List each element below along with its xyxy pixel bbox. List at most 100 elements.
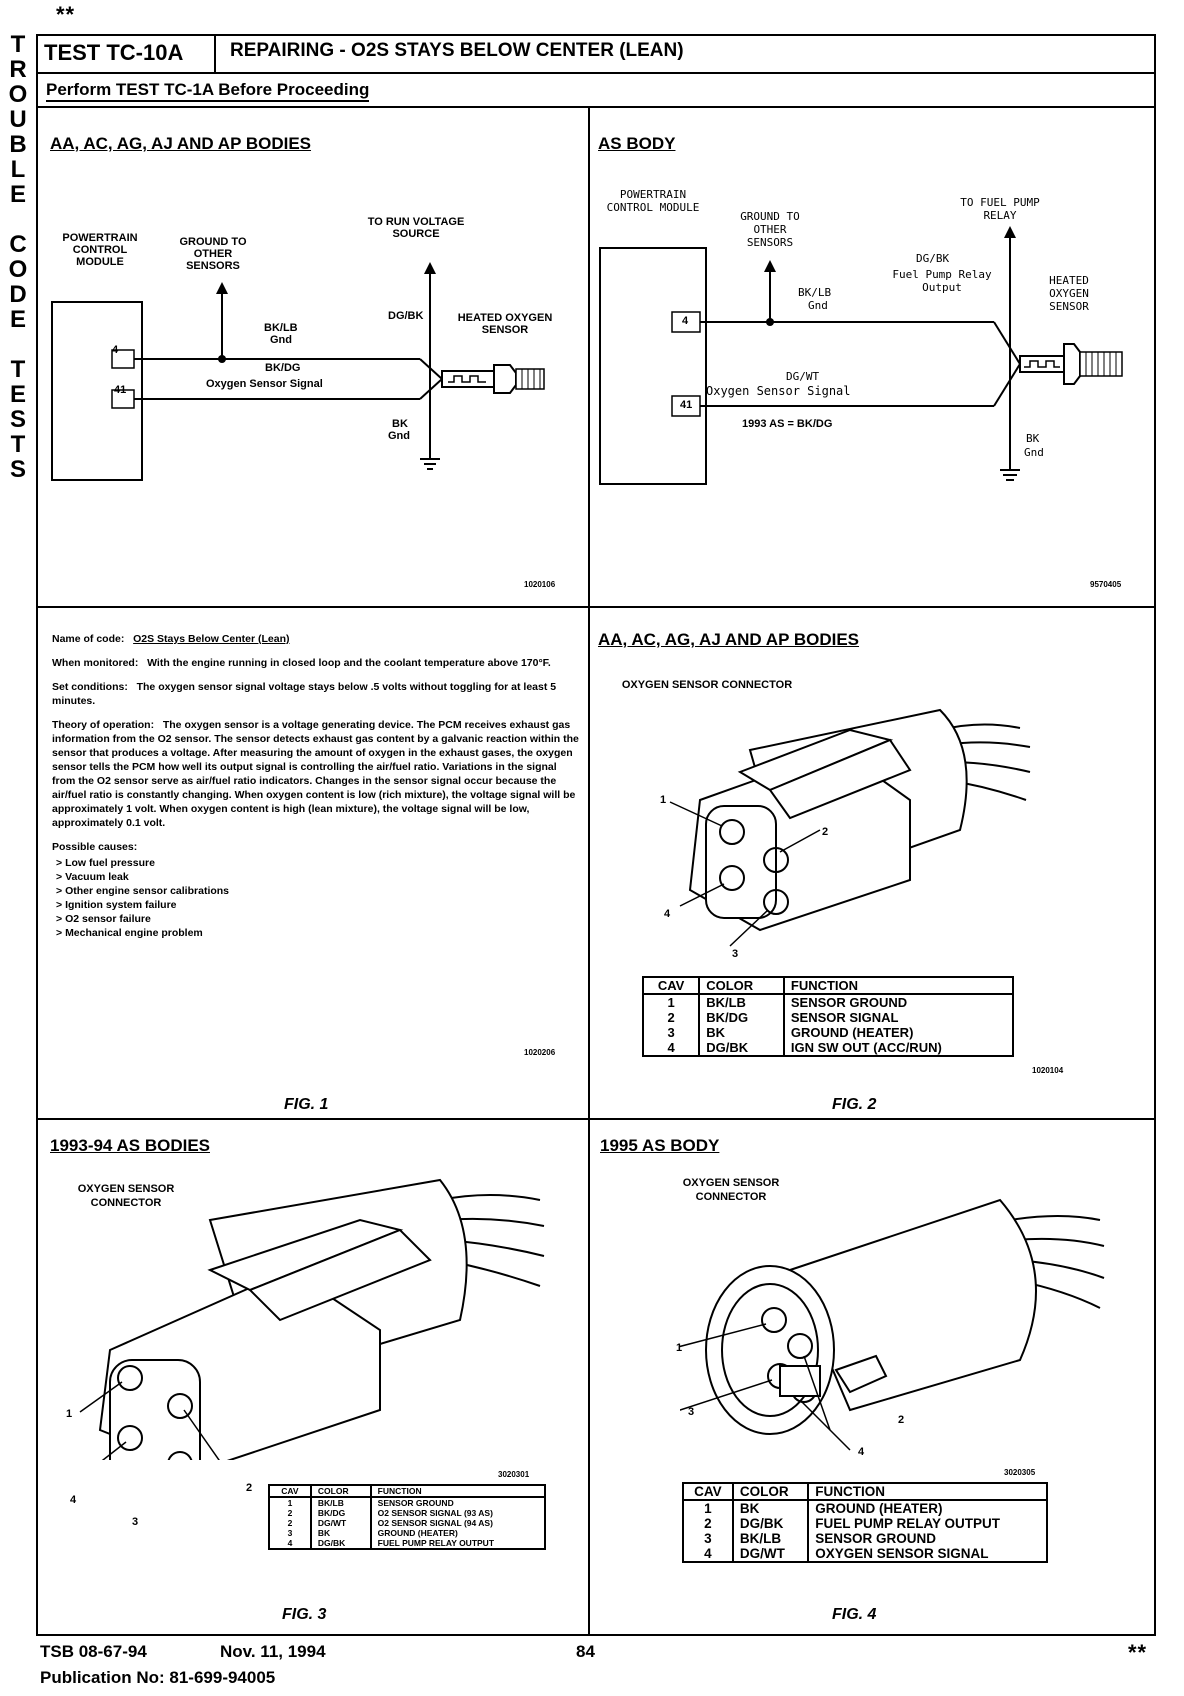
as-1993-note: 1993 AS = BK/DG	[742, 418, 833, 430]
when-monitored-label: When monitored:	[52, 657, 139, 669]
fig3-code: 3020301	[498, 1470, 530, 1479]
list-item: Mechanical engine problem	[56, 926, 582, 940]
row-divider-2	[36, 1118, 1156, 1120]
signal-label-left: Oxygen Sensor Signal	[206, 378, 323, 390]
pcm-label-left: POWERTRAIN CONTROL MODULE	[62, 232, 138, 268]
wire-bklb-left: BK/LB	[264, 322, 298, 334]
tsb-date: Nov. 11, 1994	[220, 1642, 326, 1661]
pin-41-right: 41	[680, 399, 693, 411]
fig1-caption: FIG. 1	[284, 1096, 329, 1113]
fig4-connector-drawing	[680, 1198, 1105, 1451]
fig4-caption: FIG. 4	[832, 1606, 877, 1623]
top-asterisks: **	[56, 2, 76, 27]
relay-output-label: Fuel Pump Relay Output	[892, 268, 992, 294]
fig4-connector-label: OXYGEN SENSOR CONNECTOR	[682, 1177, 780, 1203]
page-number: 84	[576, 1642, 595, 1661]
fig4-callout-2: 2	[898, 1414, 905, 1426]
wire-bklb-right: BK/LB	[798, 286, 832, 299]
diagram-right-title: AS BODY	[598, 134, 676, 153]
fig4-callout-3: 3	[688, 1406, 695, 1418]
fig2-caption: FIG. 2	[832, 1096, 877, 1113]
fig4-callout-4: 4	[858, 1446, 865, 1458]
pin-41-left: 41	[114, 384, 127, 396]
set-conditions-value: The oxygen sensor signal voltage stays b…	[52, 681, 557, 707]
fig2-title: AA, AC, AG, AJ AND AP BODIES	[598, 630, 860, 649]
fig1-code: 1020206	[524, 1048, 556, 1057]
figure-code-right: 9570405	[1090, 580, 1122, 589]
fig2-code: 1020104	[1032, 1066, 1064, 1075]
heated-sensor-label-left: HEATED OXYGEN SENSOR	[457, 312, 553, 336]
wire-gnd-right: Gnd	[808, 299, 828, 312]
wiring-diagram-right	[599, 226, 1123, 485]
name-of-code-label: Name of code:	[52, 633, 125, 645]
row-divider-1	[36, 606, 1156, 608]
center-divider	[588, 108, 590, 1636]
page-frame	[36, 34, 1156, 1636]
fig4-title: 1995 AS BODY	[600, 1136, 720, 1155]
fig3-connector-label: OXYGEN SENSOR CONNECTOR	[77, 1183, 175, 1209]
list-item: Other engine sensor calibrations	[56, 884, 582, 898]
pin-4-right: 4	[682, 315, 689, 327]
list-item: O2 sensor failure	[56, 912, 582, 926]
wire-bkdg-left: BK/DG	[265, 362, 301, 374]
set-conditions-label: Set conditions:	[52, 681, 128, 693]
bottom-asterisks: **	[1128, 1640, 1148, 1665]
run-voltage-label: TO RUN VOLTAGE SOURCE	[367, 216, 465, 240]
fig2-callout-1: 1	[660, 794, 667, 806]
wiring-diagram-left	[51, 262, 545, 481]
fig2-callout-3: 3	[732, 948, 739, 960]
test-subtitle: Perform TEST TC-1A Before Proceeding	[46, 80, 370, 102]
fig4-callout-1: 1	[676, 1342, 683, 1354]
list-item: Ignition system failure	[56, 898, 582, 912]
possible-causes-label: Possible causes:	[52, 841, 138, 853]
theory-label: Theory of operation:	[52, 719, 155, 731]
wire-dgbk-right: DG/BK	[916, 252, 950, 265]
subheader-row: Perform TEST TC-1A Before Proceeding	[36, 74, 1156, 108]
diagram-left-title: AA, AC, AG, AJ AND AP BODIES	[50, 134, 312, 153]
fig3-callout-3: 3	[132, 1516, 139, 1528]
fig3-title: 1993-94 AS BODIES	[50, 1136, 210, 1155]
when-monitored-value: With the engine running in closed loop a…	[147, 657, 551, 669]
wire-bk-left: BK	[392, 418, 408, 430]
list-item: Vacuum leak	[56, 870, 582, 884]
fig2-callout-2: 2	[822, 826, 829, 838]
fig3-callout-4: 4	[70, 1494, 77, 1506]
wire-bk-right: BK	[1026, 432, 1040, 445]
pcm-label-right: POWERTRAIN CONTROL MODULE	[606, 188, 700, 214]
fig2-callout-4: 4	[664, 908, 671, 920]
heated-sensor-label-right: HEATED OXYGEN SENSOR	[1049, 274, 1089, 313]
wire-gnd-left: Gnd	[270, 334, 292, 346]
fig3-connector-drawing	[79, 1178, 545, 1460]
name-of-code-value: O2S Stays Below Center (Lean)	[133, 633, 290, 645]
fig4-code: 3020305	[1004, 1468, 1036, 1477]
fig2-connector-label: OXYGEN SENSOR CONNECTOR	[621, 679, 793, 691]
publication-number: Publication No: 81-699-94005	[40, 1668, 276, 1687]
wire-dgwt-right: DG/WT	[786, 370, 820, 383]
fig3-callout-2: 2	[246, 1482, 253, 1494]
code-description: Name of code: O2S Stays Below Center (Le…	[52, 632, 582, 940]
ground-label-left: GROUND TO OTHER SENSORS	[179, 236, 247, 272]
theory-value: The oxygen sensor is a voltage generatin…	[52, 719, 579, 829]
figure-code-left: 1020106	[524, 580, 556, 589]
header-row: TEST TC-10A REPAIRING - O2S STAYS BELOW …	[36, 34, 1156, 74]
fig2-connector-drawing	[669, 708, 1031, 947]
test-title: REPAIRING - O2S STAYS BELOW CENTER (LEAN…	[230, 40, 684, 61]
